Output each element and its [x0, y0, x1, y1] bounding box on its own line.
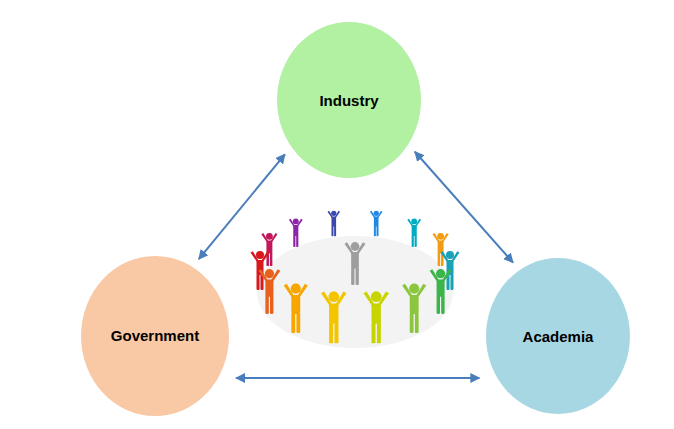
people-ring	[251, 211, 460, 348]
person-figure	[284, 283, 308, 333]
circle-node: Industry	[277, 22, 421, 178]
person-figure	[407, 219, 421, 247]
person-figure	[328, 211, 341, 237]
person-figure	[370, 211, 383, 237]
person-figure	[258, 269, 280, 314]
circle-node: Government	[81, 256, 229, 416]
person-figure	[433, 233, 449, 266]
person-figure	[321, 291, 346, 343]
person-figure	[289, 219, 303, 247]
person-figure	[430, 269, 452, 314]
circle-node: Academia	[486, 258, 630, 414]
person-figure	[261, 233, 277, 266]
center-figure	[345, 242, 366, 285]
node-label: Industry	[319, 92, 378, 109]
person-figure	[402, 283, 426, 333]
ring-shadow	[257, 236, 453, 348]
node-label: Government	[111, 327, 199, 344]
node-label: Academia	[523, 328, 594, 345]
person-figure	[363, 291, 388, 343]
double-arrow	[236, 377, 479, 379]
double-arrow	[199, 154, 285, 259]
double-arrow	[415, 152, 513, 263]
